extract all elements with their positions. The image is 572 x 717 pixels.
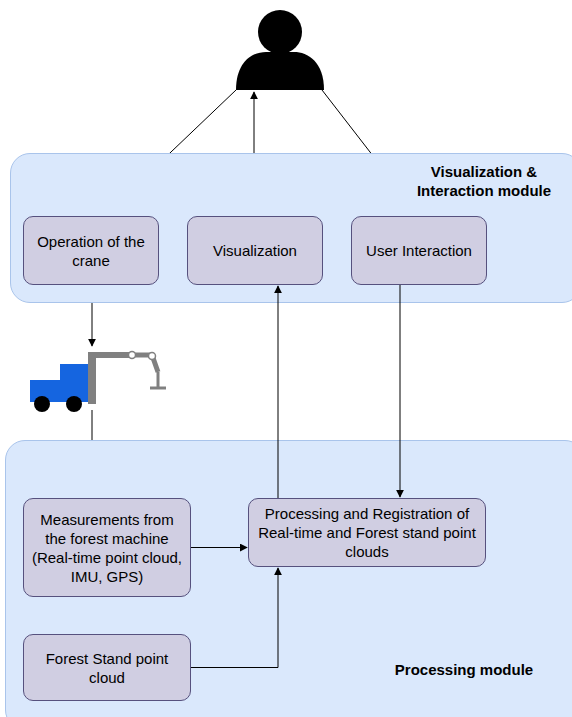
process-box: Processing and Registration of Real-time… [248, 498, 486, 567]
module-heading: Processing module [374, 660, 554, 679]
process-box: Operation of the crane [23, 216, 159, 285]
process-box: Visualization [187, 216, 323, 285]
forest-machine [30, 352, 166, 413]
process-box: Forest Stand point cloud [23, 634, 191, 701]
process-box: Measurements from the forest machine (Re… [23, 498, 191, 597]
box-label: Processing and Registration of Real-time… [255, 504, 479, 561]
box-label: Forest Stand point cloud [30, 649, 184, 687]
box-label: User Interaction [366, 241, 472, 260]
module-band: Visualization & Interaction moduleOperat… [10, 153, 572, 303]
box-label: Operation of the crane [30, 232, 152, 270]
module-band: Processing module Measurements from the f… [5, 440, 572, 717]
module-heading: Visualization & Interaction module [399, 162, 569, 200]
process-box: User Interaction [351, 216, 487, 285]
person-icon [236, 10, 324, 90]
box-label: Visualization [213, 241, 297, 260]
box-label: Measurements from the forest machine (Re… [30, 510, 184, 586]
